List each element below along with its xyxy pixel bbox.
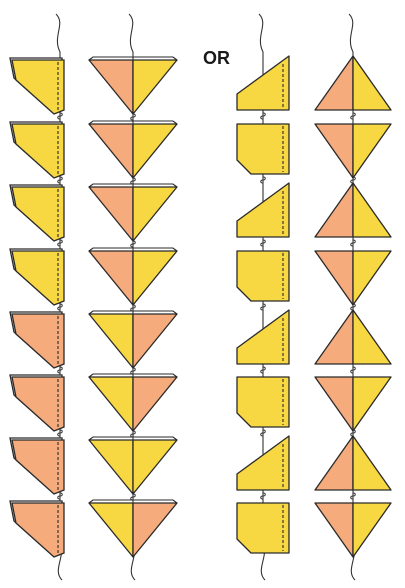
col1-piece-3 — [10, 185, 64, 241]
col4-piece-5 — [315, 310, 391, 364]
col1-piece-4 — [10, 249, 64, 305]
col1-piece-2 — [10, 122, 64, 178]
col3-piece-4 — [237, 251, 289, 301]
col4-piece-3 — [315, 183, 391, 237]
col2-piece-6 — [89, 374, 177, 431]
col4-piece-4 — [315, 251, 391, 305]
col2-piece-1 — [89, 57, 177, 114]
col4-piece-7 — [315, 436, 391, 490]
col1-piece-1 — [10, 58, 64, 114]
pieces-layer — [10, 56, 391, 557]
col3-piece-8 — [237, 503, 289, 553]
col4-piece-2 — [315, 124, 391, 178]
col2-piece-2 — [89, 121, 177, 178]
col2-piece-4 — [89, 248, 177, 305]
col2-piece-3 — [89, 184, 177, 241]
col2-piece-5 — [89, 311, 177, 368]
col1-piece-6 — [10, 375, 64, 431]
col2-piece-8 — [89, 500, 177, 557]
col1-piece-7 — [10, 438, 64, 494]
col4-piece-8 — [315, 503, 391, 557]
col1-piece-8 — [10, 501, 64, 557]
col4-piece-1 — [315, 56, 391, 110]
or-separator-label: OR — [203, 48, 230, 69]
strings-layer — [56, 14, 355, 580]
col4-piece-6 — [315, 377, 391, 431]
col2-piece-7 — [89, 437, 177, 494]
col1-piece-5 — [10, 312, 64, 368]
col3-piece-6 — [237, 377, 289, 427]
col3-piece-2 — [237, 124, 289, 174]
